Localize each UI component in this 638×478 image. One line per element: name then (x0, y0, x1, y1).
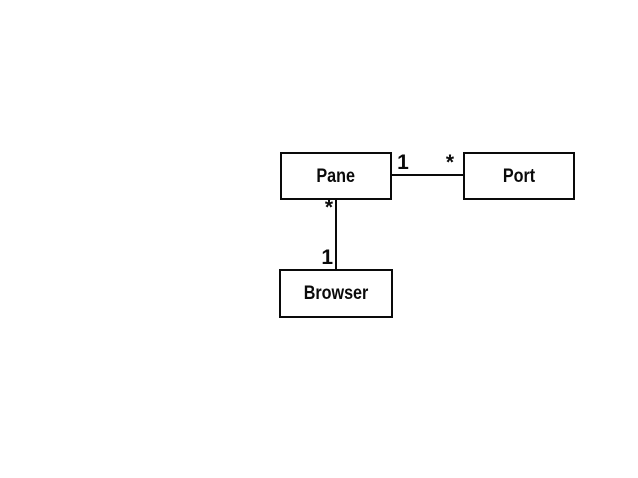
association-line-pane-port (392, 174, 463, 176)
class-box-port: Port (463, 152, 575, 200)
multiplicity-pane-end-vertical: * (324, 196, 333, 219)
association-line-pane-browser (335, 200, 337, 269)
class-box-pane: Pane (280, 152, 392, 200)
multiplicity-pane-end: 1 (397, 151, 409, 174)
class-name-browser: Browser (303, 283, 369, 304)
class-name-port: Port (502, 165, 536, 187)
multiplicity-browser-end: 1 (321, 246, 333, 269)
multiplicity-port-end: * (445, 151, 455, 174)
class-name-pane: Pane (316, 165, 356, 187)
class-box-browser: Browser (279, 269, 393, 318)
